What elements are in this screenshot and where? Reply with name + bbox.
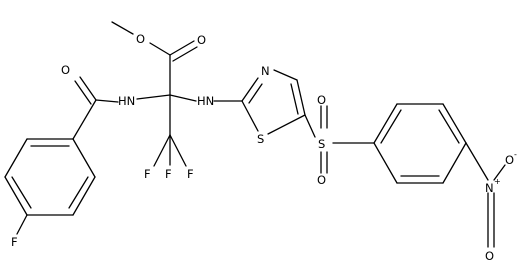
atom-o-amide: O [61, 63, 70, 77]
atom-o-ester-carbonyl: O [197, 33, 206, 47]
atom-f-left: F [144, 167, 151, 181]
atom-s-sulfonyl: S [318, 137, 325, 151]
atom-o-sulfonyl-bottom: O [317, 173, 326, 187]
atom-f-right: F [187, 167, 194, 181]
atom-s-thiazole: S [257, 132, 264, 146]
atom-nh-amide: HN [118, 94, 135, 108]
atom-n-nitro: N [485, 181, 494, 195]
atom-o-sulfonyl-top: O [317, 93, 326, 107]
atom-n-thiazole: N [261, 64, 270, 78]
atom-nh-amine: HN [197, 94, 214, 108]
charge-o-nitro-top: - [514, 150, 517, 159]
charge-n-nitro: + [494, 177, 501, 186]
atom-o-nitro-bottom: O [485, 249, 494, 263]
atom-o-nitro-top: O [505, 153, 514, 167]
atom-f-ring: F [11, 235, 18, 249]
bonds [4, 21, 506, 248]
atom-labels: O O O HN HN N S S O O F F F F N + O - O [11, 32, 517, 263]
atom-o-ester-methyl: O [136, 32, 145, 46]
atom-f-middle: F [165, 167, 172, 181]
